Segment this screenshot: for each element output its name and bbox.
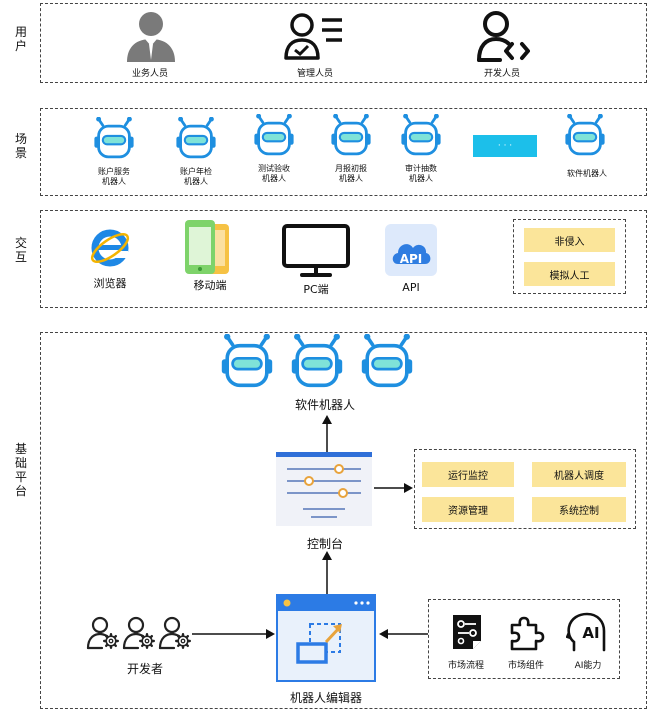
console-functions-group [414, 449, 636, 529]
pc-monitor-icon [282, 224, 350, 277]
interaction-mode-group [513, 219, 626, 294]
scene-label-line: 机器人 [409, 174, 433, 183]
browser-ie-icon [90, 229, 130, 267]
up-arrow-icon [322, 415, 332, 454]
software-robots-label: 软件机器人 [294, 398, 355, 412]
pc-label: PC端 [303, 283, 329, 296]
business-person-icon [127, 12, 175, 62]
interaction-section [40, 210, 647, 308]
scene-label-line: 审计抽数 [405, 164, 437, 173]
up-arrow-icon [322, 551, 332, 596]
developer-gear-icon [158, 616, 192, 650]
scene-test-acceptance-label: 测试验收 机器人 [244, 164, 304, 184]
business-staff-label: 业务人员 [131, 69, 168, 79]
non-intrusive-tag: 非侵入 [524, 228, 615, 252]
scene-label-line: 月报初报 [335, 164, 367, 173]
api-icon-text: API [399, 252, 423, 266]
robot-icon [253, 114, 295, 156]
mobile-devices-icon [185, 220, 229, 274]
right-arrow-icon [374, 483, 413, 493]
ai-capability-label: AI能力 [574, 661, 602, 671]
developer-gear-icon [122, 616, 156, 650]
market-resources-group [428, 599, 620, 679]
scene-label-line: 机器人 [262, 174, 286, 183]
robot-editor-window-icon [276, 594, 376, 682]
api-cloud-icon: API [385, 224, 437, 276]
scene-label-line: 测试验收 [258, 164, 290, 173]
ai-icon-text: AI [582, 624, 600, 642]
scenes-section [40, 108, 647, 196]
developer-code-icon [477, 11, 530, 62]
scene-label-line: 机器人 [102, 177, 126, 186]
market-flow-label: 市场流程 [447, 661, 484, 671]
developer-gear-icon [86, 616, 120, 650]
scene-annual-check-label: 账户年检 机器人 [166, 167, 226, 187]
scene-label-line: 账户年检 [180, 167, 212, 176]
api-label: API [402, 281, 420, 294]
more-scenes-placeholder: · · · [473, 135, 537, 157]
scene-label-line: 账户服务 [98, 167, 130, 176]
robot-icon [290, 334, 344, 388]
console-label: 控制台 [306, 537, 343, 551]
users-row-label: 用户 [14, 25, 27, 53]
robot-icon [175, 117, 217, 159]
platform-row-label: 基础平台 [14, 442, 27, 498]
manager-profile-icon [284, 13, 342, 60]
platform-section [40, 332, 647, 709]
function-run-monitor: 运行监控 [422, 462, 514, 487]
browser-label: 浏览器 [93, 277, 127, 290]
scenes-row-label: 场景 [14, 132, 27, 160]
market-flow-icon [453, 615, 481, 649]
interaction-row-label: 交互 [14, 236, 27, 264]
mobile-label: 移动端 [193, 279, 227, 292]
function-resource-manage: 资源管理 [422, 497, 514, 522]
robot-icon [220, 334, 274, 388]
simulate-human-tag: 模拟人工 [524, 262, 615, 286]
scene-software-robot-label: 软件机器人 [567, 169, 607, 178]
users-section [40, 3, 647, 83]
left-arrow-icon [379, 629, 428, 639]
manager-staff-label: 管理人员 [296, 69, 333, 79]
scene-label-line: 机器人 [339, 174, 363, 183]
robot-icon [564, 114, 606, 156]
market-component-label: 市场组件 [507, 661, 544, 671]
function-robot-dispatch: 机器人调度 [532, 462, 626, 487]
console-panel-icon [276, 452, 372, 526]
function-system-control: 系统控制 [532, 497, 626, 522]
robot-icon [400, 114, 442, 156]
market-component-icon [510, 616, 545, 651]
developer-staff-label: 开发人员 [483, 69, 520, 79]
ai-head-icon: AI [566, 612, 608, 654]
right-arrow-icon [192, 629, 275, 639]
robot-editor-label: 机器人编辑器 [289, 691, 362, 705]
developers-label: 开发者 [126, 662, 163, 676]
robot-icon [330, 114, 372, 156]
scene-monthly-report-label: 月报初报 机器人 [321, 164, 381, 184]
robot-icon [93, 117, 135, 159]
scene-label-line: 机器人 [184, 177, 208, 186]
scene-account-service-label: 账户服务 机器人 [84, 167, 144, 187]
robot-icon [360, 334, 414, 388]
scene-audit-sampling-label: 审计抽数 机器人 [391, 164, 451, 184]
